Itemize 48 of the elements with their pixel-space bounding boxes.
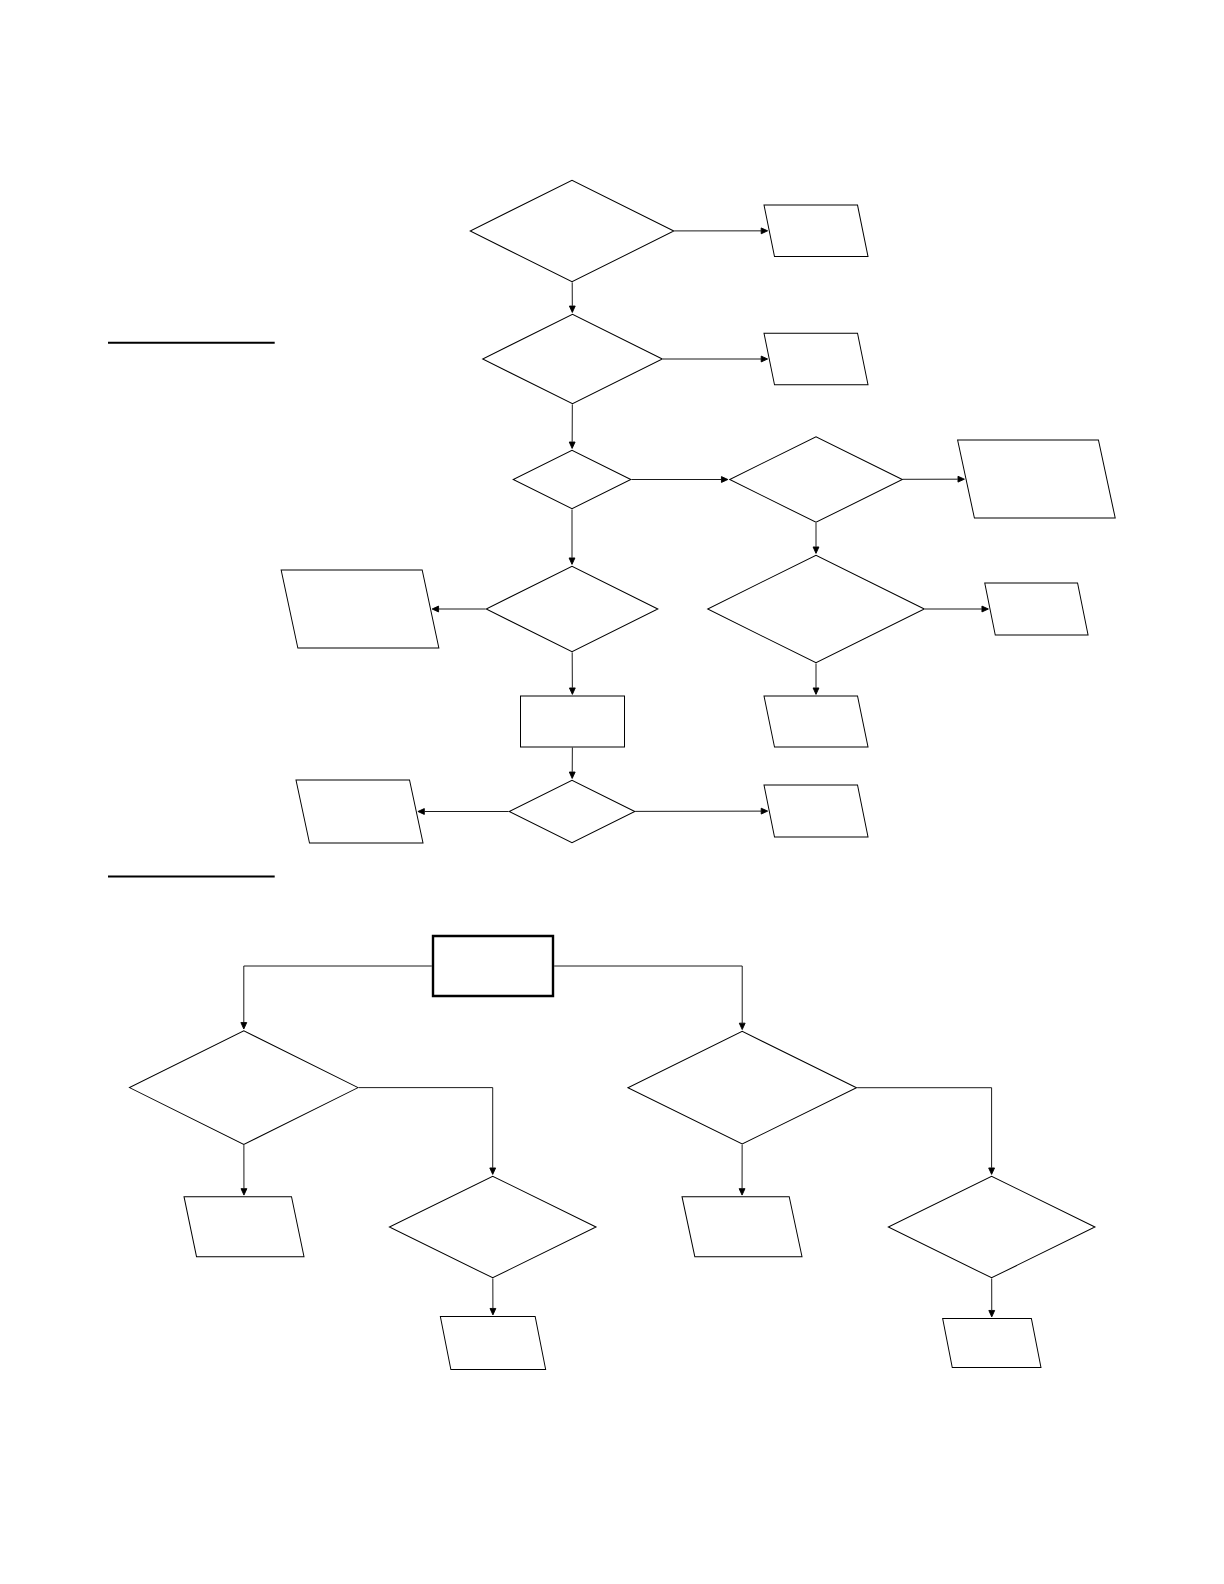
- parallelogram: [942, 1318, 1042, 1368]
- parallelogram: [984, 582, 1089, 636]
- arrow: [358, 1087, 497, 1175]
- decision-diamond: [729, 436, 903, 523]
- parallelogram: [957, 439, 1116, 519]
- parallelogram: [763, 784, 869, 838]
- arrow: [634, 807, 769, 815]
- arrow: [568, 651, 576, 695]
- arrow: [240, 965, 433, 1030]
- arrow: [924, 605, 989, 613]
- arrow: [902, 475, 965, 483]
- parallelogram: [280, 569, 440, 649]
- arrow: [738, 1144, 746, 1196]
- decision-diamond: [512, 449, 632, 510]
- decision-diamond: [388, 1175, 597, 1279]
- arrow: [489, 1278, 497, 1316]
- arrow: [812, 663, 820, 695]
- parallelogram: [439, 1316, 547, 1370]
- parallelogram: [681, 1196, 803, 1258]
- parallelogram: [183, 1196, 305, 1258]
- parallelogram: [763, 695, 869, 748]
- arrow: [631, 476, 729, 483]
- arrow: [988, 1278, 996, 1318]
- decision-diamond: [129, 1030, 359, 1145]
- decision-diamond: [627, 1030, 857, 1145]
- arrow: [856, 1087, 995, 1175]
- arrow: [431, 605, 486, 613]
- parallelogram: [763, 332, 869, 386]
- parallelogram: [763, 204, 869, 258]
- arrow: [417, 808, 509, 815]
- decision-diamond: [482, 313, 663, 405]
- arrow: [673, 227, 769, 235]
- arrow: [240, 1144, 248, 1196]
- decision-diamond: [508, 779, 636, 844]
- arrow: [568, 281, 576, 313]
- decision-diamond: [707, 554, 925, 664]
- arrow: [812, 522, 820, 554]
- decision-diamond: [887, 1175, 1096, 1279]
- arrow: [553, 965, 746, 1031]
- process-box: [520, 695, 625, 748]
- arrow: [568, 747, 576, 779]
- decision-diamond: [485, 565, 659, 653]
- arrow: [568, 403, 576, 449]
- decision-diamond: [469, 179, 675, 283]
- arrow: [568, 509, 576, 565]
- arrow: [662, 355, 769, 363]
- parallelogram: [295, 779, 424, 844]
- process-box: [431, 934, 555, 998]
